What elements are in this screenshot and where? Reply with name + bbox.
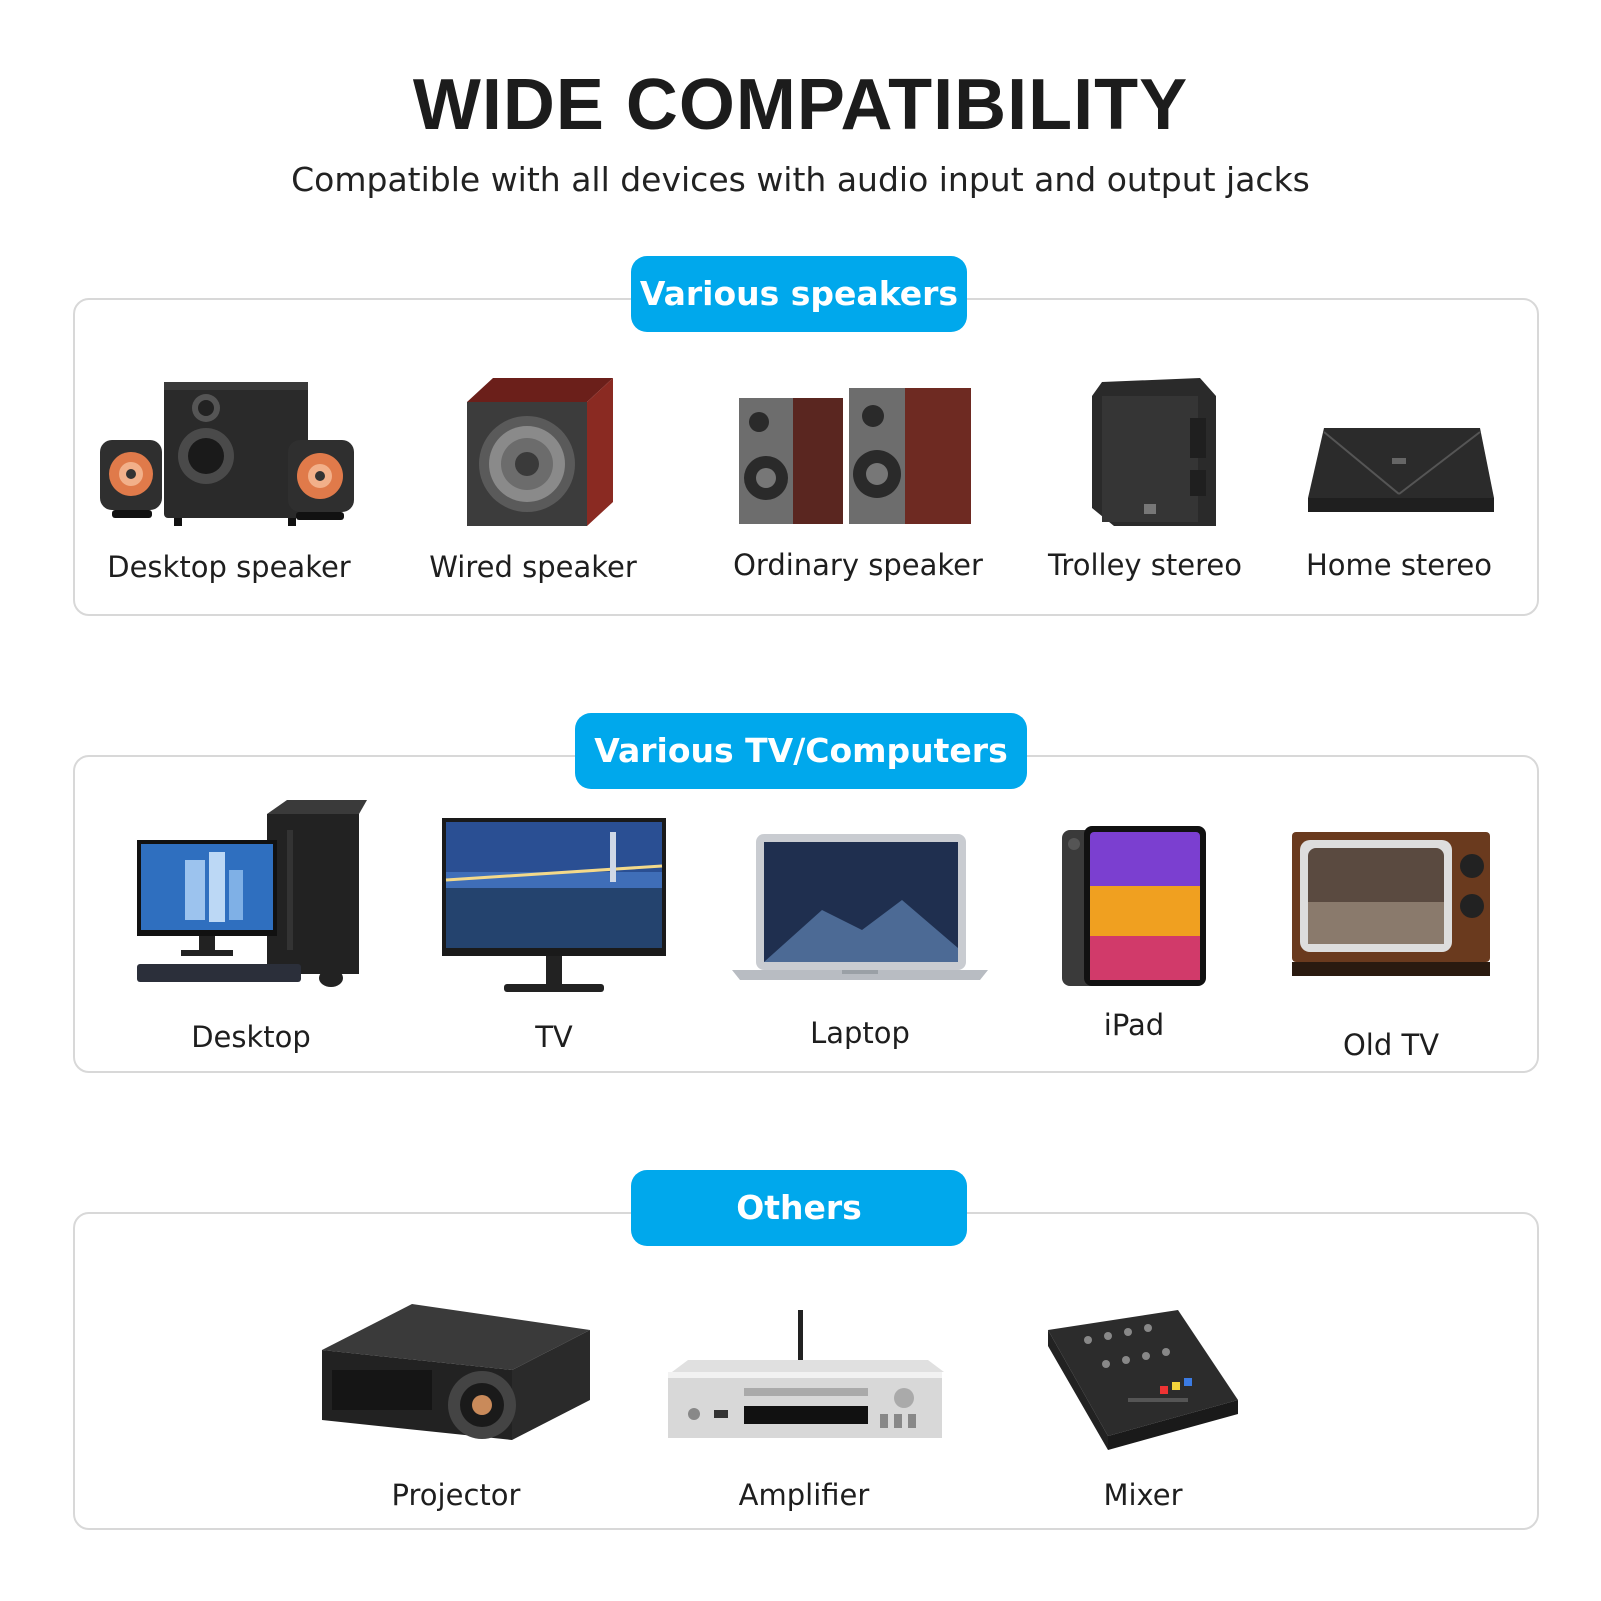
tv-computers-section-title: Various TV/Computers: [575, 713, 1027, 789]
item-label: iPad: [1103, 1008, 1165, 1042]
tv-item: TV: [442, 818, 666, 1060]
amplifier-item: Amplifier: [664, 1310, 944, 1514]
home-stereo-item: Home stereo: [1304, 378, 1494, 598]
item-label: TV: [535, 1020, 573, 1054]
amplifier-icon: [668, 1310, 944, 1438]
item-label: Home stereo: [1305, 548, 1493, 582]
item-label: Desktop speaker: [107, 550, 351, 584]
speakers-section-title: Various speakers: [631, 256, 967, 332]
desktop-item: Desktop: [135, 800, 367, 1060]
projector-item: Projector: [322, 1300, 590, 1514]
laptop-icon: [732, 834, 988, 980]
item-label: Laptop: [810, 1016, 910, 1050]
ipad-icon: [1062, 826, 1206, 986]
old-tv-item: Old TV: [1292, 832, 1490, 1062]
tv-icon: [442, 818, 666, 992]
ordinary-speaker-icon: [739, 388, 971, 524]
item-label: Projector: [391, 1478, 521, 1512]
item-label: Trolley stereo: [1047, 548, 1242, 582]
item-label: Old TV: [1342, 1028, 1440, 1062]
desktop-speaker-item: Desktop speaker: [98, 378, 360, 598]
item-label: Mixer: [1103, 1478, 1183, 1512]
others-section-title: Others: [631, 1170, 967, 1246]
mixer-item: Mixer: [1048, 1310, 1238, 1514]
wired-speaker-item: Wired speaker: [423, 378, 643, 598]
desktop-speaker-icon: [100, 382, 354, 526]
ordinary-speaker-item: Ordinary speaker: [733, 378, 983, 598]
desktop-computer-icon: [137, 800, 367, 987]
ipad-item: iPad: [1062, 826, 1206, 1060]
item-label: Ordinary speaker: [733, 548, 983, 582]
item-label: Wired speaker: [429, 550, 637, 584]
trolley-stereo-item: Trolley stereo: [1040, 378, 1250, 598]
old-tv-icon: [1292, 832, 1490, 976]
laptop-item: Laptop: [732, 830, 988, 1060]
item-label: Desktop: [191, 1020, 311, 1054]
home-stereo-icon: [1308, 428, 1494, 512]
projector-icon: [322, 1304, 590, 1440]
item-label: Amplifier: [738, 1478, 870, 1512]
page-title: WIDE COMPATIBILITY: [412, 65, 1189, 145]
trolley-stereo-icon: [1092, 378, 1216, 526]
wired-speaker-icon: [467, 378, 613, 526]
page-subtitle: Compatible with all devices with audio i…: [291, 160, 1310, 199]
mixer-icon: [1048, 1310, 1238, 1450]
